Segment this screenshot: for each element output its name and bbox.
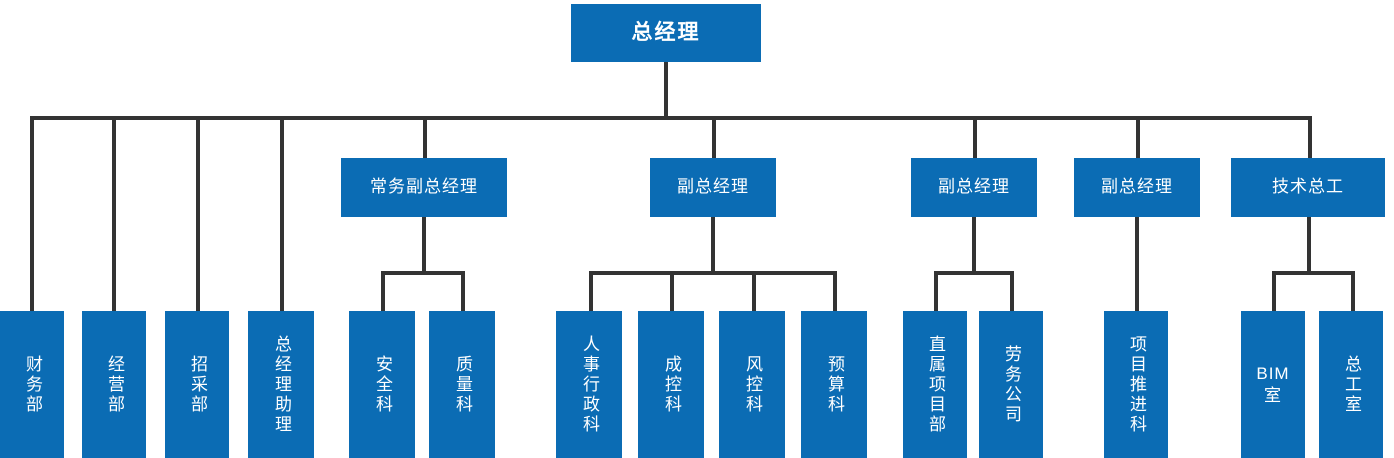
node-label: 质量科 [453,354,473,415]
connector-drop-safety-dept [381,271,385,312]
node-labor-company[interactable]: 劳务公司 [979,311,1043,458]
connector-drop-project-promotion-dept [1135,217,1139,312]
node-deputy-gm-2[interactable]: 副总经理 [911,158,1037,217]
connector-deputy-gm-1-stem [711,217,715,275]
node-deputy-gm-3[interactable]: 副总经理 [1074,158,1200,217]
connector-drop-hr-admin-dept [589,271,593,312]
node-label: 副总经理 [1101,177,1173,197]
connector-drop-direct-project-dept [934,271,938,312]
node-label: 人事行政科 [580,334,600,435]
connector-drop-chief-engineer [1308,116,1312,160]
node-direct-project-dept[interactable]: 直属项目部 [903,311,967,458]
node-label: 总经理 [631,20,701,44]
node-general-manager[interactable]: 总经理 [571,4,761,62]
node-label-line1: BIM [1256,364,1290,384]
connector-drop-bim-office [1272,271,1276,312]
connector-drop-deputy-gm-2 [973,116,977,160]
node-project-promotion-dept[interactable]: 项目推进科 [1104,311,1168,458]
node-label: 技术总工 [1272,177,1344,197]
connector-drop-risk-control-dept [752,271,756,312]
node-label-line2: 室 [1264,385,1282,405]
node-deputy-gm-1[interactable]: 副总经理 [650,158,776,217]
node-quality-dept[interactable]: 质量科 [429,311,495,458]
connector-deputy-gm-2-bus [934,271,1014,275]
connector-main-bus [30,116,1312,120]
connector-exec-deputy-gm-bus [381,271,465,275]
node-label: 安全科 [373,354,393,415]
connector-deputy-gm-1-bus [589,271,837,275]
node-label: 常务副总经理 [370,177,478,197]
node-label: 财务部 [23,354,43,415]
connector-drop-labor-company [1010,271,1014,312]
connector-drop-chief-engineer-office [1351,271,1355,312]
node-bim-office[interactable]: BIM 室 [1241,311,1305,458]
node-label: 副总经理 [677,177,749,197]
node-label: 总经理助理 [272,334,292,435]
node-finance-dept[interactable]: 财务部 [0,311,64,458]
node-label: 成控科 [662,354,682,415]
node-risk-control-dept[interactable]: 风控科 [719,311,785,458]
connector-drop-cost-control-dept [670,271,674,312]
node-procurement-dept[interactable]: 招采部 [165,311,229,458]
connector-chief-engineer-bus [1272,271,1355,275]
connector-root-drop [664,62,668,118]
connector-drop-quality-dept [461,271,465,312]
connector-deputy-gm-2-stem [972,217,976,275]
node-label: 劳务公司 [1002,344,1022,425]
node-budget-dept[interactable]: 预算科 [801,311,867,458]
node-chief-engineer-office[interactable]: 总工室 [1319,311,1383,458]
node-cost-control-dept[interactable]: 成控科 [638,311,704,458]
node-operations-dept[interactable]: 经营部 [82,311,146,458]
connector-drop-deputy-gm-3 [1136,116,1140,160]
node-label: 预算科 [825,354,845,415]
connector-drop-finance [30,116,34,312]
node-gm-assistant[interactable]: 总经理助理 [248,311,314,458]
node-label: 总工室 [1342,354,1362,415]
node-exec-deputy-gm[interactable]: 常务副总经理 [341,158,507,217]
node-label: 风控科 [743,354,763,415]
node-label: 副总经理 [938,177,1010,197]
node-label: 招采部 [188,354,208,415]
connector-drop-budget-dept [833,271,837,312]
connector-drop-procurement [196,116,200,312]
connector-drop-deputy-gm-1 [712,116,716,160]
connector-chief-engineer-stem [1307,217,1311,275]
node-safety-dept[interactable]: 安全科 [349,311,415,458]
connector-drop-operations [112,116,116,312]
connector-exec-deputy-gm-stem [422,217,426,275]
node-hr-admin-dept[interactable]: 人事行政科 [556,311,622,458]
connector-drop-exec-deputy-gm [423,116,427,160]
node-label: 经营部 [105,354,125,415]
node-chief-engineer[interactable]: 技术总工 [1231,158,1385,217]
node-label: 项目推进科 [1127,334,1147,435]
connector-drop-gm-assistant [280,116,284,312]
node-label: 直属项目部 [926,334,946,435]
